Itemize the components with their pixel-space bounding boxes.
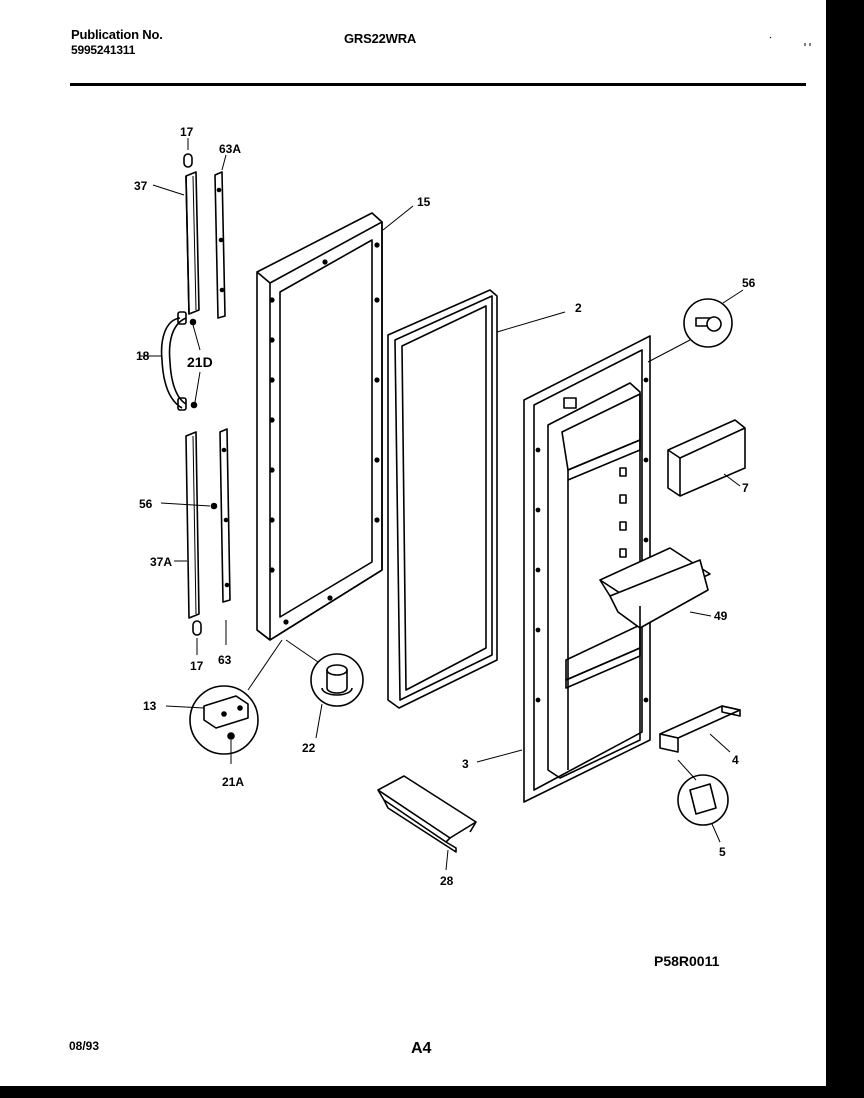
footer-date: 08/93 [69, 1039, 100, 1053]
part-5-clip-detail [677, 759, 729, 843]
callout-21D: 21D [187, 354, 213, 370]
part-3-inner-door-liner [476, 335, 651, 803]
callout-63A: 63A [219, 142, 242, 156]
part-37-trim-strip [152, 171, 200, 315]
callout-4: 4 [732, 753, 739, 767]
part-21A-screw [227, 732, 235, 764]
part-37A-trim-strip [174, 431, 200, 619]
part-28-storage-tray [377, 775, 477, 871]
callout-49: 49 [714, 609, 728, 623]
callout-17-top: 17 [180, 125, 194, 139]
callout-13: 13 [143, 699, 157, 713]
part-13-hinge-detail [165, 639, 283, 755]
part-2-door-gasket [387, 289, 566, 709]
part-17-bottom-cap [192, 620, 202, 655]
callout-2: 2 [575, 301, 582, 315]
part-63A-hinge-bar [214, 154, 227, 319]
callout-21A: 21A [222, 775, 245, 789]
callout-37: 37 [134, 179, 148, 193]
callout-15: 15 [417, 195, 431, 209]
part-49-door-shelf-bin [599, 547, 712, 629]
part-56-screw-detail [647, 289, 744, 363]
callout-18: 18 [136, 349, 150, 363]
part-7-dairy-door [667, 419, 746, 497]
part-63-hinge-bar [219, 428, 231, 645]
part-21D-screws [189, 318, 201, 409]
callout-17-bottom: 17 [190, 659, 204, 673]
callout-7: 7 [742, 481, 749, 495]
callout-56-right: 56 [742, 276, 756, 290]
callout-3: 3 [462, 757, 469, 771]
callout-5: 5 [719, 845, 726, 859]
publication-label: Publication No. [71, 27, 163, 42]
part-17-top-cap [183, 138, 193, 168]
callout-22: 22 [302, 741, 316, 755]
callout-63: 63 [218, 653, 232, 667]
header-rule [70, 83, 806, 86]
model-number: GRS22WRA [344, 31, 417, 46]
part-4-bracket [659, 705, 741, 753]
scan-marks [769, 36, 811, 46]
scan-border-bottom [0, 1086, 864, 1098]
part-18-door-handle [139, 311, 187, 411]
callout-28: 28 [440, 874, 454, 888]
part-22-door-stop [285, 639, 364, 739]
page-number: A4 [411, 1040, 432, 1057]
callout-56-left: 56 [139, 497, 153, 511]
callout-37A: 37A [150, 555, 173, 569]
publication-number: 5995241311 [71, 43, 136, 57]
part-56-screw-left [160, 502, 218, 510]
diagram-code: P58R0011 [654, 953, 720, 969]
scan-border-right [826, 0, 864, 1098]
part-15-door-frame [256, 205, 414, 641]
